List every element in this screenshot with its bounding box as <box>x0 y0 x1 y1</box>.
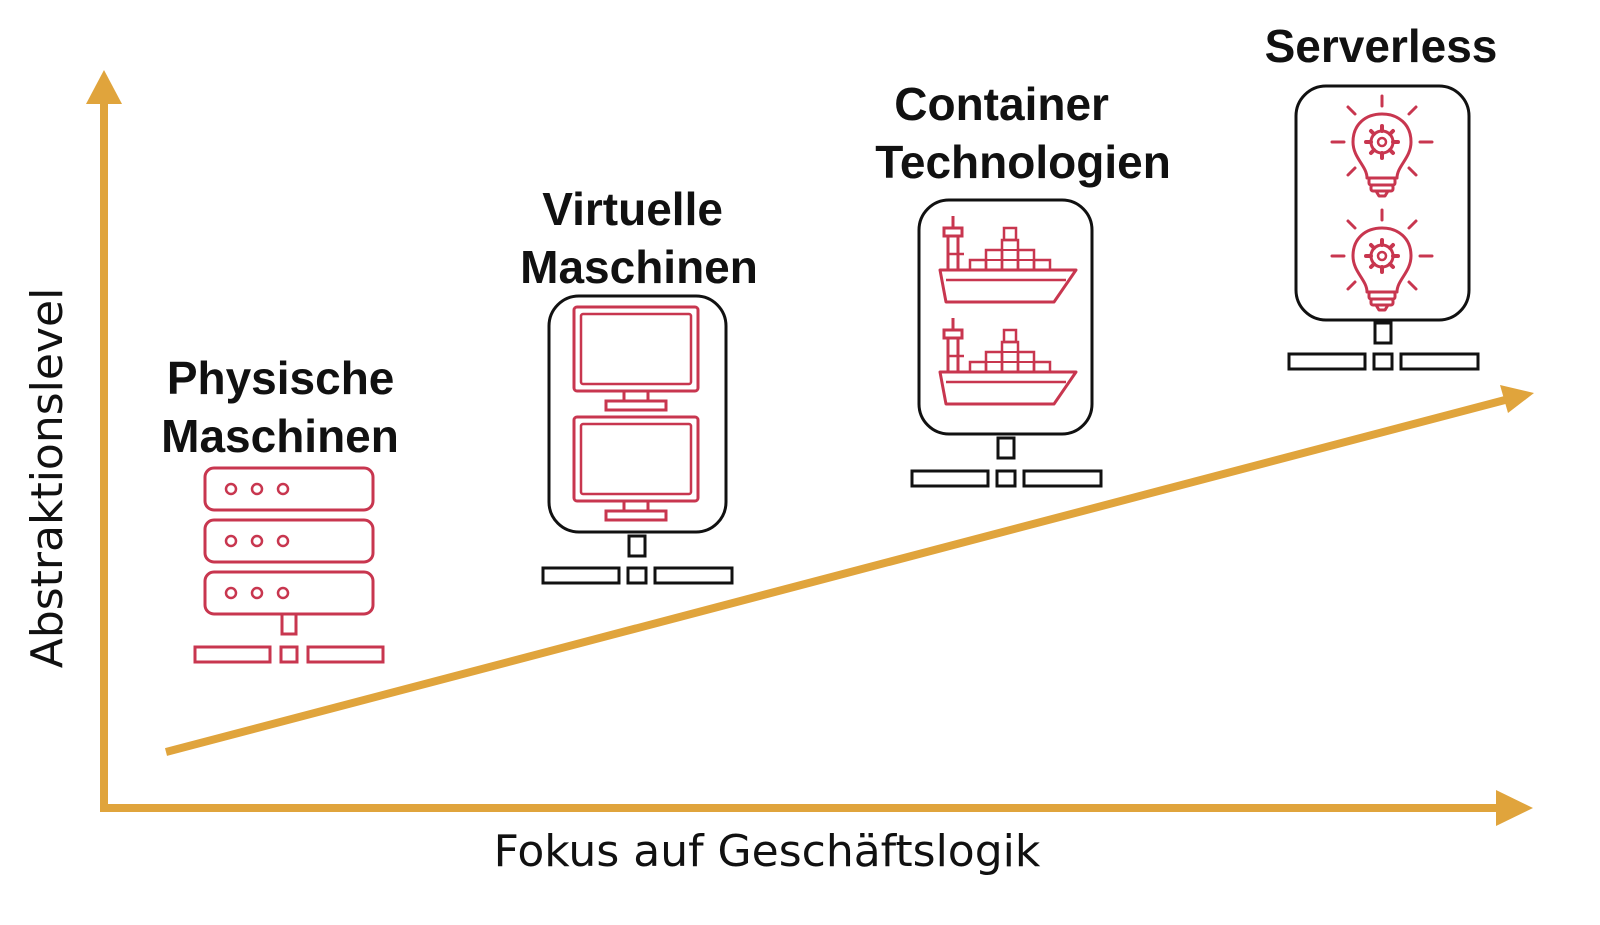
stage-container-title-line-1: Container <box>894 78 1109 130</box>
stage-serverless-frame <box>1294 84 1471 322</box>
axes <box>86 70 1534 826</box>
stage-vm: Virtuelle Maschinen <box>520 183 758 585</box>
server-rack-icon <box>203 466 375 616</box>
x-axis-arrowhead <box>1496 790 1533 826</box>
stage-serverless-title: Serverless <box>1265 20 1498 72</box>
stage-vm-title: Virtuelle Maschinen <box>520 183 758 293</box>
monitor-icon <box>572 305 700 412</box>
container-ship-icon <box>938 316 1078 406</box>
trend-line <box>164 396 1507 756</box>
stage-vm-title-line-2: Maschinen <box>520 241 758 293</box>
container-ship-icon <box>938 214 1078 304</box>
stage-vm-frame <box>547 294 728 534</box>
network-connector-icon <box>1287 321 1480 371</box>
stage-container-title-line-2: Technologien <box>875 136 1171 188</box>
network-connector-icon <box>910 436 1103 488</box>
stage-physical-title: Physische Maschinen <box>161 352 407 462</box>
network-connector-icon <box>541 534 734 585</box>
stage-serverless-title-line-1: Serverless <box>1265 20 1498 72</box>
stage-container-title: Container Technologien <box>875 78 1171 188</box>
stage-serverless: Serverless <box>1265 20 1498 371</box>
stage-vm-title-line-1: Virtuelle <box>542 183 723 235</box>
trend-arrowhead <box>1500 385 1534 413</box>
stage-container: Container Technologien <box>875 78 1171 488</box>
y-axis-arrowhead <box>86 70 122 104</box>
stage-physical-title-line-2: Maschinen <box>161 410 399 462</box>
stage-container-frame <box>917 198 1094 436</box>
network-connector-icon <box>193 612 385 664</box>
stage-physical: Physische Maschinen <box>161 352 407 664</box>
lightbulb-gear-icon <box>1330 208 1434 312</box>
monitor-icon <box>572 415 700 522</box>
x-axis-label: Fokus auf Geschäftslogik <box>494 826 1041 877</box>
stage-physical-title-line-1: Physische <box>167 352 395 404</box>
y-axis-label: Abstraktionslevel <box>22 288 73 669</box>
lightbulb-gear-icon <box>1330 94 1434 198</box>
